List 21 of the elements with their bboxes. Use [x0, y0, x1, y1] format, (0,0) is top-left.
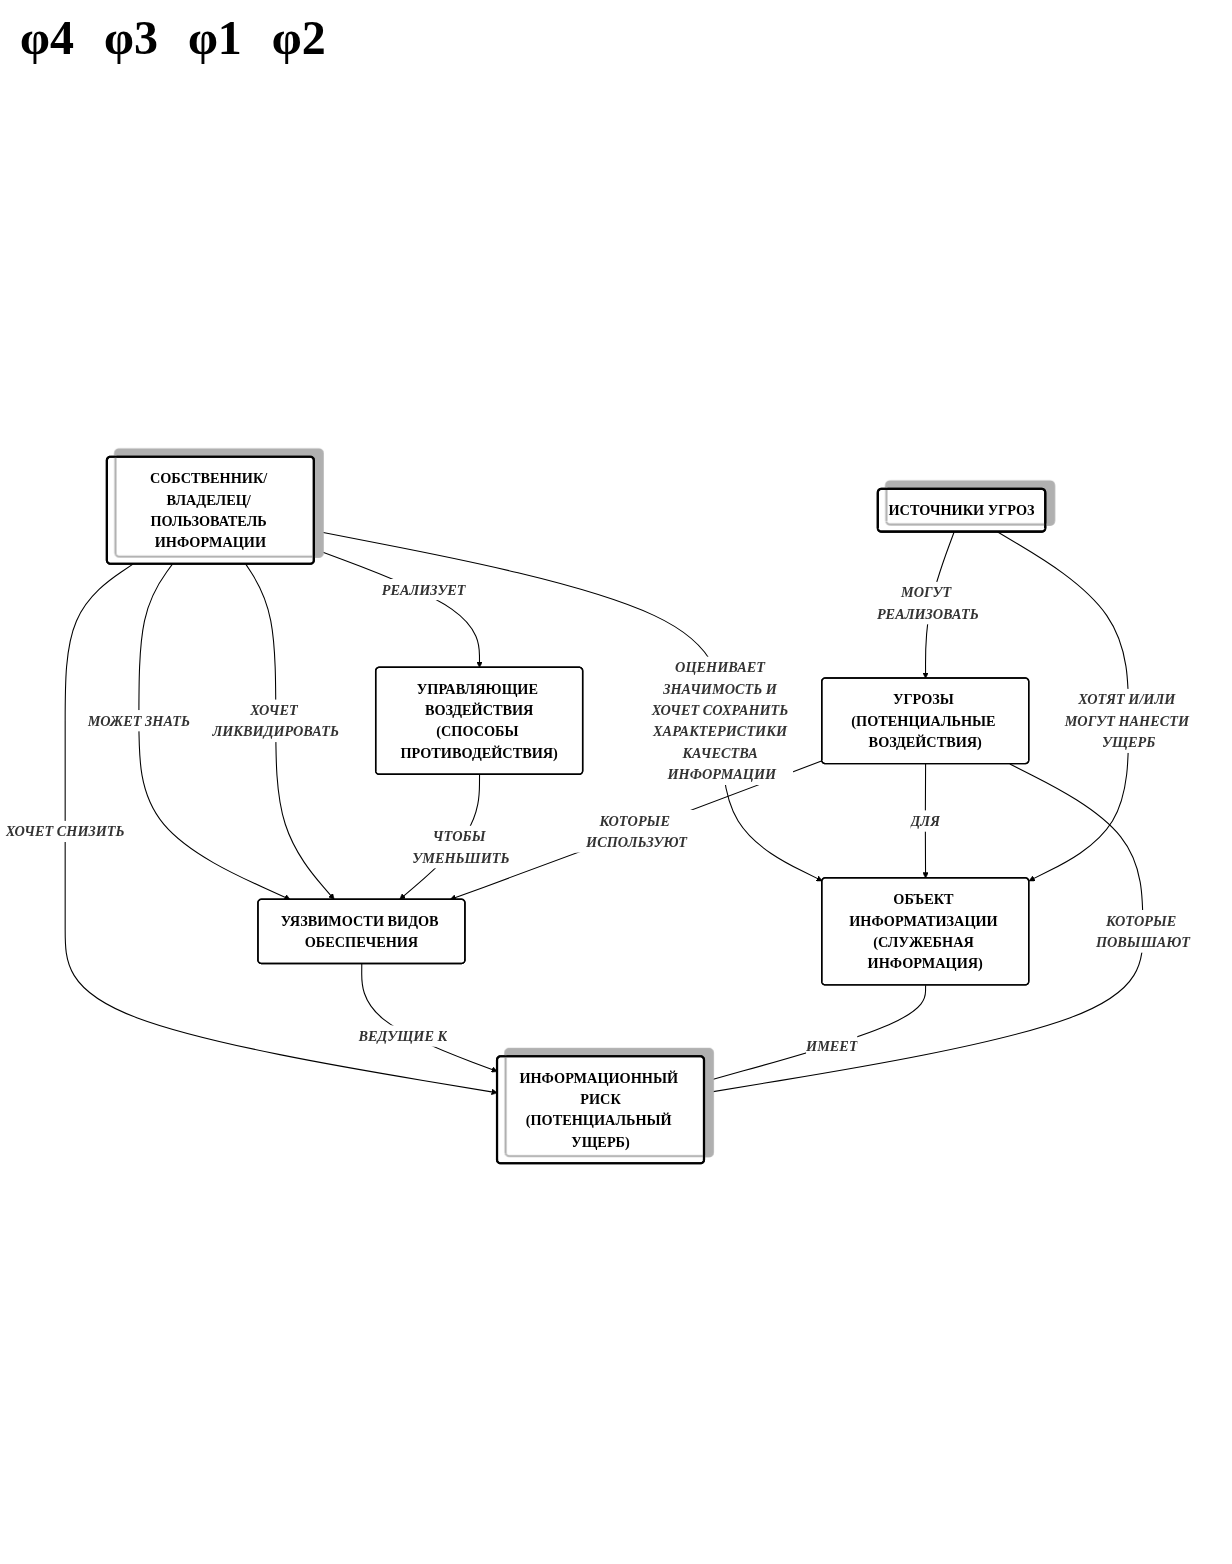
edge-label: ИМЕЕТ: [806, 1038, 858, 1055]
edge-label: МОЖЕТ ЗНАТЬ: [87, 712, 191, 729]
region-label: φ3: [103, 10, 158, 65]
region-label: φ1: [187, 10, 242, 65]
edge-label: ХОЧЕТ СНИЗИТЬ: [5, 823, 125, 840]
edge-label: ВЕДУЩИЕ К: [358, 1028, 448, 1044]
arrow: [313, 530, 823, 882]
edge-label: КОТОРЫЕ ИСПОЛЬЗУЮТ: [586, 812, 688, 850]
edge-label: ЧТОБЫ УМЕНЬШИТЬ: [412, 828, 510, 866]
edge-label: ХОТЯТ И/ИЛИ МОГУТ НАНЕСТИ УЩЕРБ: [1064, 691, 1190, 751]
arrow: [313, 548, 483, 668]
arrow: [704, 984, 927, 1084]
arrow: [245, 563, 335, 900]
region-label: φ2: [271, 10, 326, 65]
edge-label: МОГУТ РЕАЛИЗОВАТЬ: [876, 584, 979, 622]
arrow: [138, 563, 291, 901]
edge-label: ОЦЕНИВАЕТ ЗНАЧИМОСТЬ И ХОЧЕТ СОХРАНИТЬ ХАРАКТЕРИСТИКИ КАЧЕСТВА ИНФОРМАЦИИ: [651, 659, 789, 783]
edge-label: КОТОРЫЕ ПОВЫШАЮТ: [1095, 912, 1190, 950]
edge-label: ХОЧЕТ ЛИКВИДИРОВАТЬ: [212, 702, 340, 740]
edge-label: РЕАЛИЗУЕТ: [381, 581, 466, 598]
region-label: φ4: [20, 10, 74, 65]
